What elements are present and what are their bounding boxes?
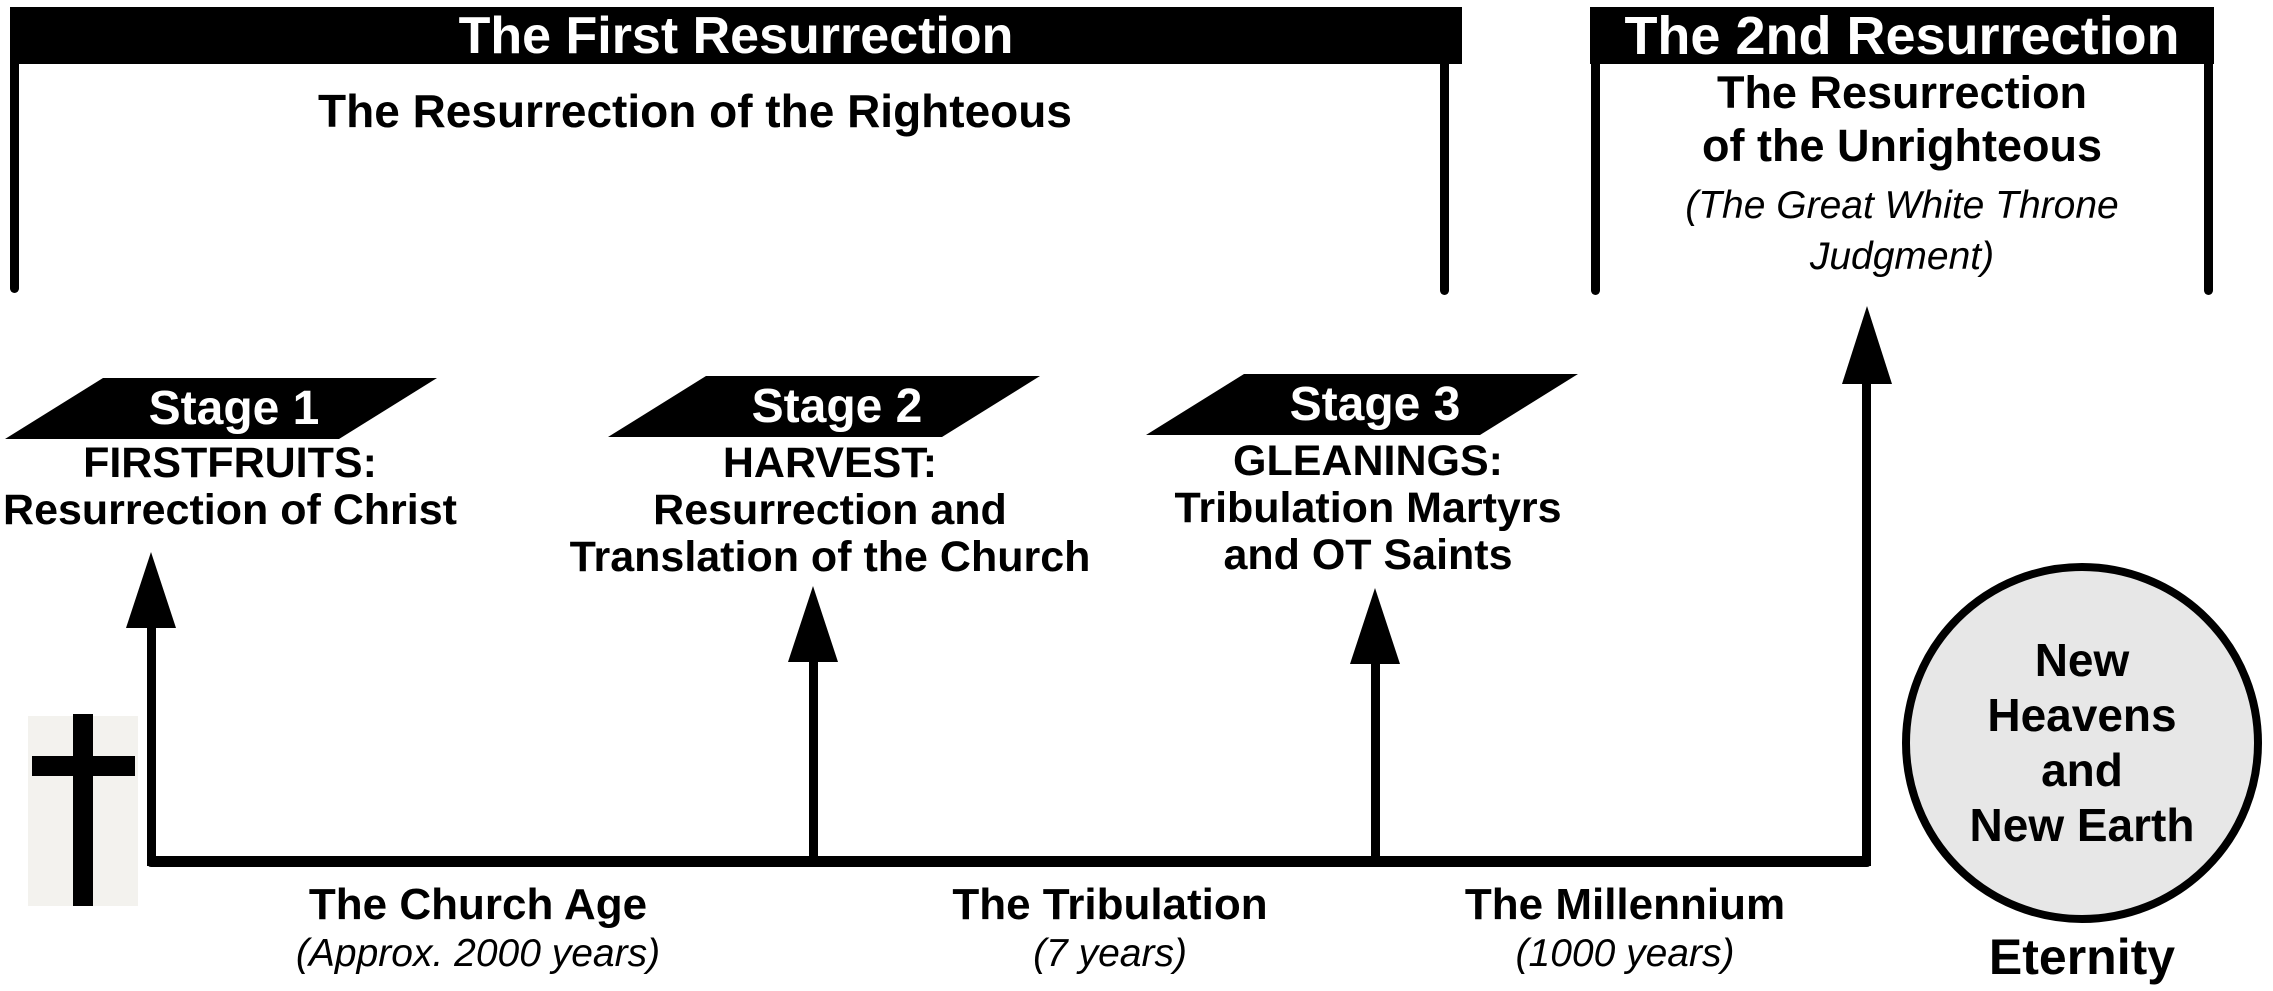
great-white-throne-note: (The Great White Throne Judgment)	[1592, 180, 2212, 282]
tribulation-period: The Tribulation (7 years)	[860, 880, 1360, 978]
millennium-duration: (1000 years)	[1515, 932, 1735, 975]
timeline-line	[147, 856, 1871, 867]
stage1-arrow-up-icon	[126, 552, 176, 628]
stage2-caption-line1: Resurrection and	[653, 486, 1007, 534]
first-resurrection-bracket-left	[10, 63, 19, 293]
stage3-caption: GLEANINGS: Tribulation Martyrs and OT Sa…	[1103, 438, 1633, 579]
first-resurrection-banner: The First Resurrection	[10, 6, 1462, 65]
eternity-label: Eternity	[1988, 929, 2176, 985]
new-heavens-circle-text: New Heavens and New Earth	[1970, 633, 2195, 853]
stage1-arrow-shaft	[147, 626, 156, 866]
stage1-heading: FIRSTFRUITS:	[83, 439, 377, 487]
circle-line1: New	[2034, 634, 2130, 686]
church-age-duration: (Approx. 2000 years)	[295, 932, 661, 975]
stage1-caption: FIRSTFRUITS: Resurrection of Christ	[0, 440, 460, 534]
stage2-arrow-up-icon	[788, 586, 838, 662]
second-resurrection-arrow-up-icon	[1842, 306, 1892, 384]
tribulation-label: The Tribulation	[952, 880, 1268, 929]
stage3-label: Stage 3	[1289, 378, 1461, 431]
circle-line4: New Earth	[1969, 799, 2195, 851]
first-resurrection-title: The First Resurrection	[458, 6, 1014, 65]
church-age-period: The Church Age (Approx. 2000 years)	[218, 880, 738, 978]
second-resurrection-banner: The 2nd Resurrection	[1590, 5, 2214, 66]
circle-line2: Heavens	[1987, 689, 2177, 741]
stage1-caption-line1: Resurrection of Christ	[3, 486, 457, 534]
great-white-throne-note-line1: (The Great White Throne	[1685, 184, 2119, 227]
great-white-throne-note-line2: Judgment)	[1809, 235, 1995, 278]
second-resurrection-arrow-shaft	[1862, 380, 1871, 866]
circle-line3: and	[2041, 744, 2123, 796]
stage1-label: Stage 1	[148, 382, 320, 435]
stage3-caption-line1: Tribulation Martyrs	[1174, 484, 1562, 532]
millennium-label: The Millennium	[1464, 880, 1786, 929]
stage3-banner: Stage 3	[1146, 374, 1578, 435]
tribulation-duration: (7 years)	[1033, 932, 1187, 975]
stage3-caption-line2: and OT Saints	[1223, 531, 1513, 579]
righteous-subtitle: The Resurrection of the Righteous	[318, 85, 1072, 137]
second-resurrection-title: The 2nd Resurrection	[1624, 5, 2180, 66]
second-resurrection-bracket-right	[2204, 63, 2213, 295]
cross-icon	[73, 714, 93, 906]
stage3-arrow-shaft	[1371, 662, 1380, 866]
church-age-label: The Church Age	[308, 880, 648, 929]
stage2-arrow-shaft	[809, 660, 818, 866]
second-resurrection-bracket-left	[1591, 63, 1600, 295]
stage3-heading: GLEANINGS:	[1233, 437, 1503, 485]
new-heavens-circle: New Heavens and New Earth	[1902, 563, 2262, 923]
first-resurrection-bracket-right	[1440, 63, 1449, 295]
stage2-banner: Stage 2	[608, 376, 1040, 437]
cross-icon-bar	[32, 756, 135, 776]
unrighteous-subtitle-line2: of the Unrighteous	[1702, 120, 2102, 171]
stage2-caption: HARVEST: Resurrection and Translation of…	[565, 440, 1095, 581]
unrighteous-subtitle: The Resurrection of the Unrighteous	[1592, 66, 2212, 172]
stage1-banner: Stage 1	[5, 378, 437, 439]
stage3-arrow-up-icon	[1350, 588, 1400, 664]
unrighteous-subtitle-line1: The Resurrection	[1716, 67, 2088, 118]
stage2-label: Stage 2	[751, 380, 923, 433]
millennium-period: The Millennium (1000 years)	[1375, 880, 1875, 978]
stage2-caption-line2: Translation of the Church	[569, 533, 1091, 581]
stage2-heading: HARVEST:	[722, 439, 938, 487]
